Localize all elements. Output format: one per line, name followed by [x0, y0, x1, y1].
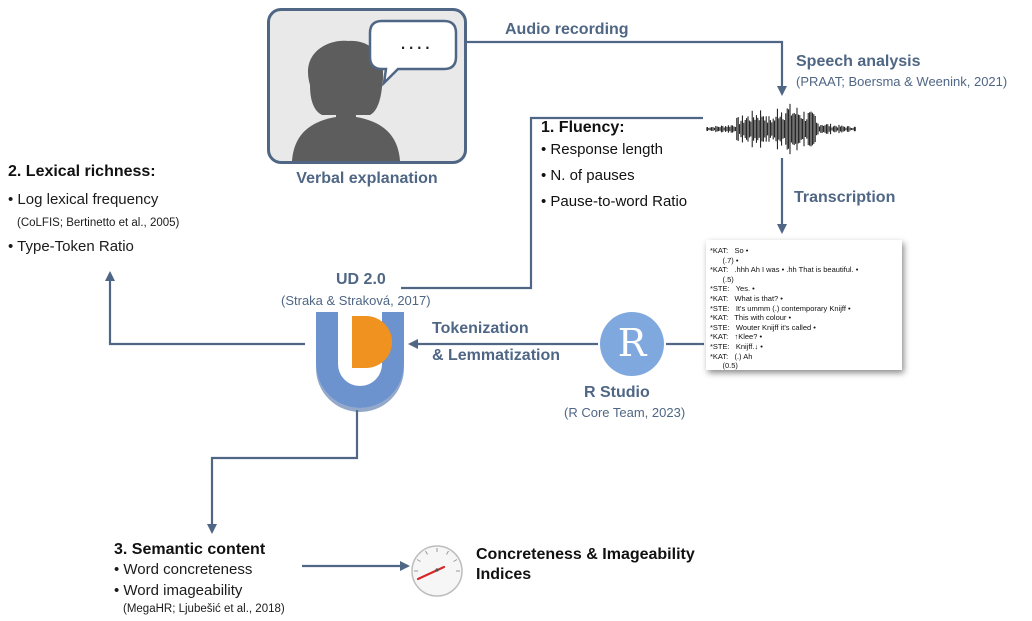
verbal-explanation-label: Verbal explanation	[296, 170, 438, 187]
audio-recording-label: Audio recording	[505, 21, 629, 38]
audio-arrow	[467, 40, 787, 96]
transcript-line: (0.5)	[710, 361, 738, 371]
indices-title: Concreteness & Imageability Indices	[476, 545, 736, 585]
speech-analysis-citation: (PRAAT; Boersma & Weenink, 2021)	[796, 74, 1008, 89]
person-icon	[292, 40, 400, 161]
transcript-line: *STE: It's ummm (.) contemporary Knijff …	[710, 303, 851, 313]
tokenization-label: Tokenization	[432, 320, 529, 337]
transcript-line: *STE: Knijff.↓ •	[710, 341, 763, 351]
semantic-citation: (MegaHR; Ljubešić et al., 2018)	[123, 603, 285, 615]
transcript-line: *KAT: ↑Klee? •	[710, 332, 763, 342]
lexical-richness-title: 2. Lexical richness:	[8, 163, 156, 180]
transcript-line: *KAT: .hhh Ah I was • .hh That is beauti…	[710, 265, 859, 275]
rstudio-citation: (R Core Team, 2023)	[564, 405, 686, 420]
waveform-icon	[706, 103, 856, 155]
lexical-item-frequency: • Log lexical frequency	[8, 191, 159, 208]
ud-to-lexical-arrow	[105, 271, 305, 346]
gauge-icon	[411, 545, 463, 597]
transcript-line: *KAT: So •	[710, 246, 749, 255]
fluency-connector	[401, 116, 703, 290]
transcript-card: *KAT: So • (.7) • *KAT: .hhh Ah I was • …	[706, 240, 902, 370]
transcript-line: *KAT: What is that? •	[710, 293, 783, 303]
ud-to-semantic-arrow	[207, 410, 359, 534]
ud-title: UD 2.0	[336, 271, 386, 288]
speech-analysis-title: Speech analysis	[796, 53, 921, 70]
lexical-item-ttr: • Type-Token Ratio	[8, 238, 134, 255]
speech-bubble-icon	[368, 19, 458, 87]
bubble-dots: ....	[400, 29, 433, 54]
transcript-line: (.5)	[710, 274, 734, 284]
indices-line-1: Concreteness & Imageability	[476, 546, 695, 563]
transcript-line: *STE: Yes. •	[710, 284, 755, 294]
transcript-line: *KAT: This with colour •	[710, 313, 792, 323]
indices-line-2: Indices	[476, 566, 532, 583]
lexical-citation: (CoLFIS; Bertinetto et al., 2005)	[17, 217, 180, 229]
ud-citation: (Straka & Straková, 2017)	[281, 293, 431, 308]
transcript-line: *KAT: (.) Ah	[710, 351, 753, 361]
fluency-item-pause-ratio: • Pause-to-word Ratio	[541, 193, 688, 210]
fluency-title: 1. Fluency:	[541, 119, 625, 136]
semantic-content-title: 3. Semantic content	[114, 541, 266, 558]
fluency-item-response-length: • Response length	[541, 141, 663, 158]
ud-logo-icon	[316, 312, 404, 412]
semantic-item-concreteness: • Word concreteness	[114, 561, 253, 578]
fluency-item-pauses: • N. of pauses	[541, 167, 635, 184]
transcript-line: *STE: Wouter Knijff it's called •	[710, 322, 816, 332]
rstudio-title: R Studio	[584, 384, 650, 401]
transcript-line: (.7) •	[710, 255, 739, 265]
speaker-card: ....	[267, 8, 467, 164]
semantic-item-imageability: • Word imageability	[114, 582, 243, 599]
lemmatization-label: & Lemmatization	[432, 347, 561, 364]
transcription-label: Transcription	[794, 189, 896, 206]
r-logo-icon: R	[600, 312, 664, 376]
